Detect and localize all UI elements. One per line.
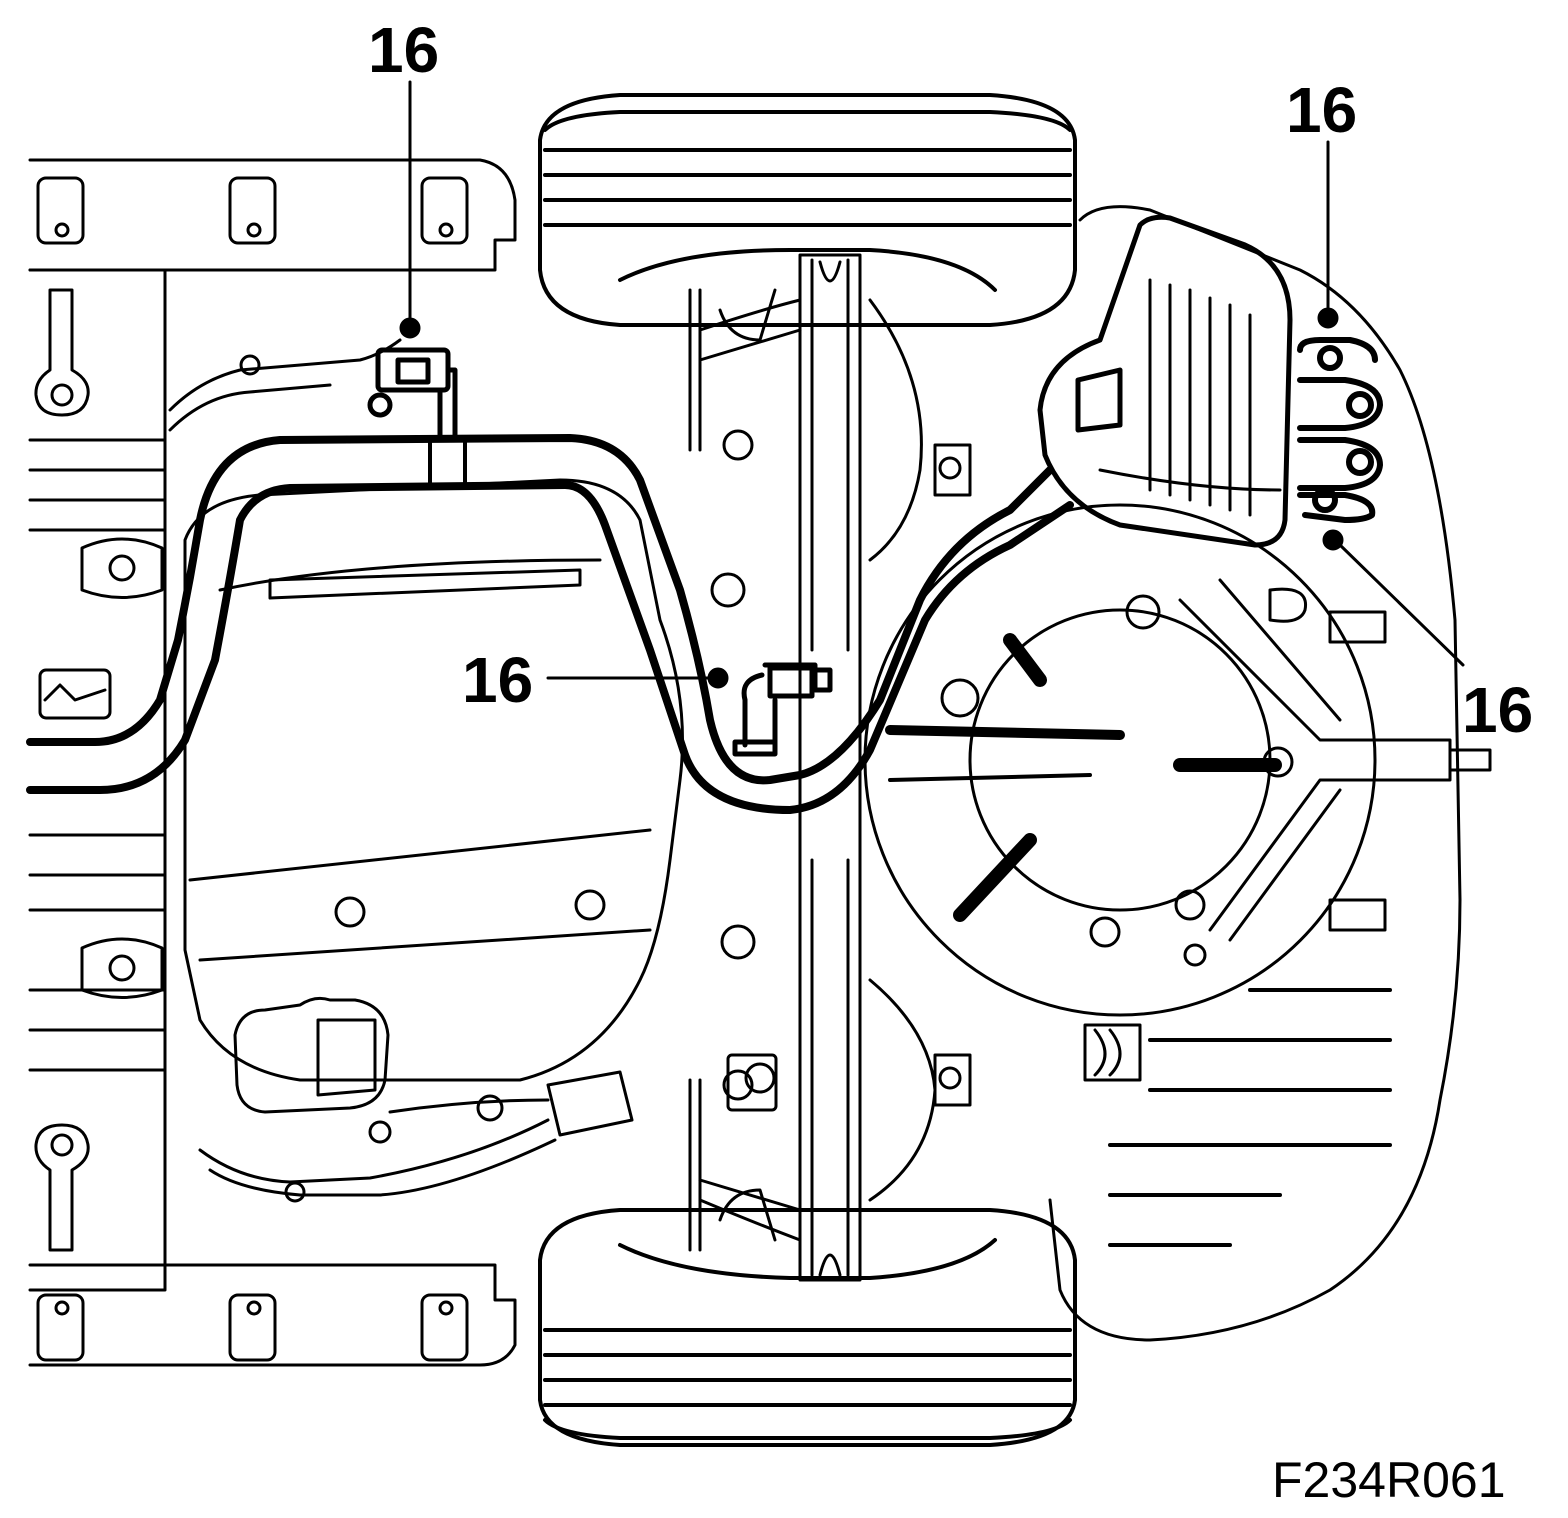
- fuel-line-pipe: [26, 338, 1074, 1203]
- figure-id: F234R061: [1272, 1452, 1506, 1508]
- callout-leaders: [399, 80, 1465, 689]
- callout-label-top-left: 16: [368, 14, 440, 86]
- top-tire: [538, 93, 1077, 327]
- right-hose-connector: [1297, 337, 1383, 523]
- center-connector: [732, 662, 833, 757]
- spare-wheel-well: [863, 205, 1492, 1342]
- callout-label-right: 16: [1462, 674, 1534, 746]
- top-left-connector: [367, 347, 458, 443]
- bottom-tire: [538, 1208, 1077, 1447]
- muffler: [1037, 214, 1293, 548]
- callout-label-center: 16: [462, 644, 534, 716]
- floor-pan: [28, 158, 517, 1367]
- callout-label-top-right: 16: [1286, 74, 1358, 146]
- fuel-tank: [183, 478, 684, 1144]
- rear-axle-tunnel: [688, 253, 972, 1282]
